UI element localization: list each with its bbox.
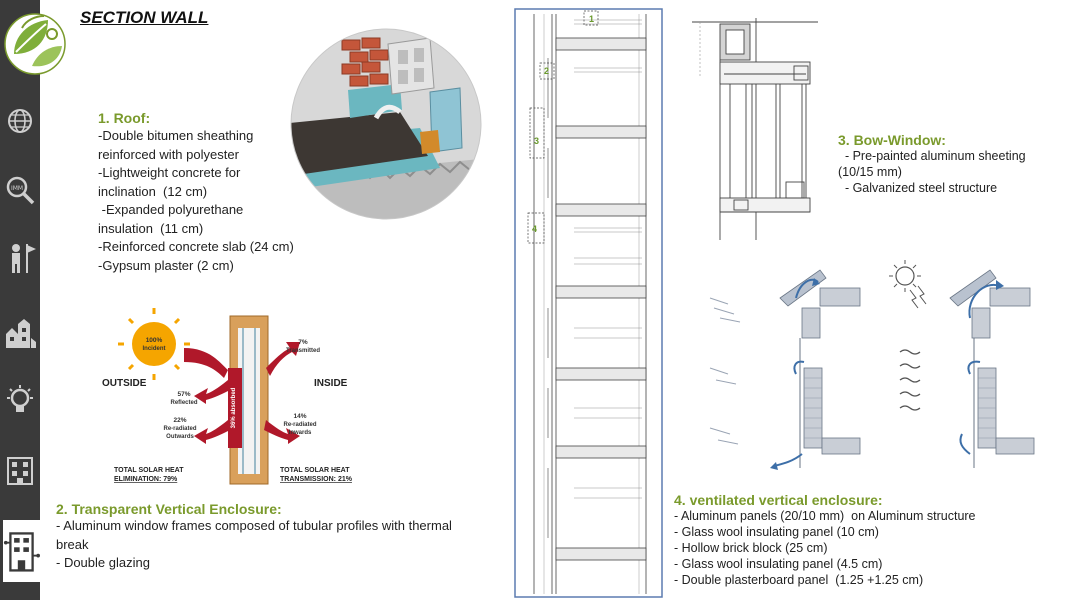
tve-line: - Double glazing bbox=[56, 555, 150, 570]
bow-line: - Galvanized steel structure bbox=[838, 181, 998, 195]
vve-line: - Hollow brick block (25 cm) bbox=[674, 541, 828, 555]
outward-line2: Outwards bbox=[166, 434, 194, 440]
transmitted-value: 7% bbox=[298, 339, 308, 346]
roof-line: inclination (12 cm) bbox=[98, 183, 208, 199]
bow-title: 3. Bow-Window: bbox=[838, 132, 946, 148]
vve-line: - Glass wool insulating panel (4.5 cm) bbox=[674, 557, 883, 571]
city-icon[interactable] bbox=[3, 316, 37, 350]
lightbulb-icon[interactable] bbox=[3, 384, 37, 418]
vve-line: - Double plasterboard panel (1.25 +1.25 … bbox=[674, 573, 924, 587]
incident-value: 100% bbox=[146, 337, 163, 344]
bow-line: (10/15 mm) bbox=[838, 165, 902, 179]
roof-illustration bbox=[290, 28, 482, 220]
detail-marker-3: 3 bbox=[534, 136, 539, 146]
tve-line: - Aluminum window frames composed of tub… bbox=[56, 518, 452, 552]
transparent-enclosure-description: 2. Transparent Vertical Enclosure: - Alu… bbox=[56, 501, 466, 573]
vve-line: - Aluminum panels (20/10 mm) on Aluminum… bbox=[674, 509, 976, 523]
inside-label: INSIDE bbox=[314, 378, 348, 389]
bow-line: - Pre-painted aluminum sheeting bbox=[838, 149, 1026, 163]
roof-description: 1. Roof: -Double bitumen sheathing reinf… bbox=[98, 110, 328, 275]
reflected-label: Reflected bbox=[170, 400, 197, 406]
wall-section-drawing: 1 2 3 4 bbox=[514, 8, 663, 598]
roof-line: reinforced with polyester bbox=[98, 146, 239, 162]
detail-marker-1: 1 bbox=[589, 14, 594, 24]
magnifier-icon[interactable]: IMM bbox=[3, 172, 37, 206]
roof-line: insulation (11 cm) bbox=[98, 220, 204, 236]
outward-value: 22% bbox=[173, 417, 186, 424]
globe-icon[interactable] bbox=[3, 104, 37, 138]
sun-outline-icon bbox=[889, 260, 927, 309]
incident-label: Incident bbox=[142, 346, 165, 352]
svg-text:IMM: IMM bbox=[11, 185, 23, 192]
vve-title: 4. ventilated vertical enclosure: bbox=[674, 492, 883, 508]
roof-line: -Double bitumen sheathing bbox=[98, 128, 254, 143]
elimination-line2: ELIMINATION: 79% bbox=[114, 476, 178, 483]
outward-line1: Re-radiated bbox=[163, 426, 196, 432]
roof-title: 1. Roof: bbox=[98, 110, 151, 126]
bow-window-description: 3. Bow-Window: - Pre-painted aluminum sh… bbox=[838, 132, 1058, 196]
absorbed-label: 36% absorbed bbox=[231, 387, 237, 428]
detail-marker-4: 4 bbox=[532, 224, 537, 234]
roof-line: -Gypsum plaster (2 cm) bbox=[98, 257, 234, 273]
inward-value: 14% bbox=[293, 413, 306, 420]
person-flag-icon[interactable] bbox=[3, 240, 37, 274]
roof-line: -Expanded polyurethane bbox=[98, 202, 244, 217]
inward-line2: Inwards bbox=[289, 430, 312, 436]
tve-title: 2. Transparent Vertical Enclosure: bbox=[56, 501, 282, 517]
transmitted-label: Transmitted bbox=[286, 348, 320, 354]
sun-icon bbox=[118, 308, 190, 380]
roof-line: -Lightweight concrete for bbox=[98, 165, 241, 180]
outside-label: OUTSIDE bbox=[102, 378, 147, 389]
circuit-building-icon[interactable] bbox=[0, 520, 40, 582]
vve-line: - Glass wool insulating panel (10 cm) bbox=[674, 525, 879, 539]
reflected-value: 57% bbox=[177, 391, 190, 398]
bow-window-detail bbox=[690, 18, 820, 240]
leaf-logo-icon bbox=[2, 6, 68, 78]
inward-line1: Re-radiated bbox=[283, 422, 316, 428]
ventilated-enclosure-description: 4. ventilated vertical enclosure: - Alum… bbox=[674, 492, 1059, 588]
building-icon[interactable] bbox=[3, 452, 37, 486]
glazing-heat-diagram: 100% Incident 36% absorbed 7% Transmitte… bbox=[100, 308, 380, 498]
ventilated-facade-diagram bbox=[700, 258, 1040, 480]
page-title: SECTION WALL bbox=[80, 8, 209, 27]
elimination-line1: TOTAL SOLAR HEAT bbox=[114, 467, 184, 474]
transmission-line1: TOTAL SOLAR HEAT bbox=[280, 467, 350, 474]
detail-marker-2: 2 bbox=[544, 66, 549, 76]
transmission-line2: TRANSMISSION: 21% bbox=[280, 476, 353, 483]
sidebar-rail: IMM bbox=[0, 0, 40, 600]
roof-line: -Reinforced concrete slab (24 cm) bbox=[98, 239, 294, 254]
